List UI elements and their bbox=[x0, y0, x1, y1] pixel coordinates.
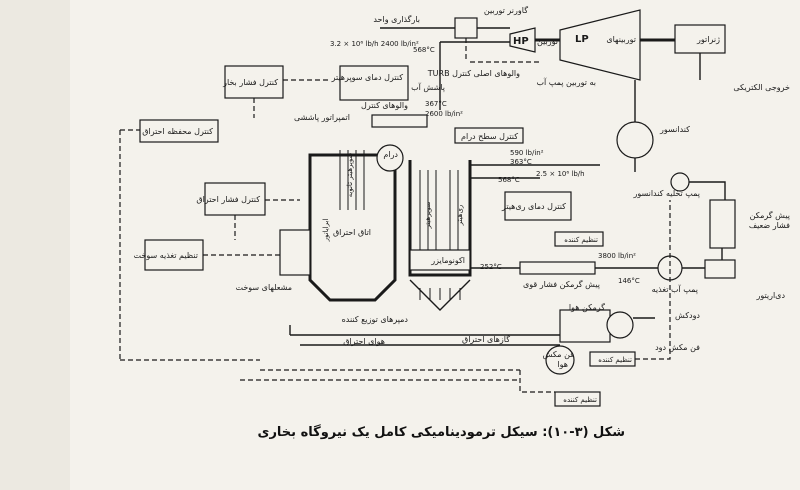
fuel-burners-label: مشعلهای سوخت bbox=[236, 283, 293, 292]
fan-regulator-label: تنظیم کننده bbox=[598, 356, 632, 364]
burner-box bbox=[279, 229, 311, 276]
spray-pressure: 2600 lb/in² bbox=[425, 110, 463, 118]
governor-to-valves bbox=[465, 38, 540, 63]
electric-output-label: خروجی الکتریکی bbox=[733, 83, 790, 92]
hp-heater-label: پیش گرمکن فشار قوی bbox=[523, 279, 600, 289]
attemperator-label: اتمپراتور پاششی bbox=[294, 113, 350, 122]
economizer-box bbox=[409, 249, 471, 271]
spray-temp: 367°C bbox=[425, 100, 447, 108]
condensate-line bbox=[689, 181, 726, 200]
fuel-feed-control-box bbox=[144, 239, 204, 271]
main-steam-pressure: 3.2 × 10⁶ lb/h 2400 lb/in² bbox=[330, 40, 419, 48]
drum-level-control-box bbox=[454, 127, 524, 144]
left-control-links bbox=[203, 199, 300, 256]
steam-pressure-links bbox=[253, 79, 330, 118]
hp-label: HP bbox=[513, 36, 529, 47]
hp-heater-box bbox=[519, 261, 596, 275]
combustion-pressure-control-label: کنترل فشار احتراق bbox=[196, 195, 260, 204]
superheater-coil bbox=[419, 170, 437, 250]
reheater-coil bbox=[449, 170, 459, 250]
generator-label: ژنراتور bbox=[696, 35, 720, 44]
fd-fan bbox=[545, 345, 575, 375]
condenser bbox=[616, 121, 654, 159]
drum-level-control-label: کنترل سطح درام bbox=[461, 132, 518, 141]
reheat-temp: 363°C bbox=[510, 158, 532, 166]
condensate-pump-label: پمپ تخلیه کندانسور bbox=[632, 189, 700, 198]
air-heater-label: گرمکن هوا bbox=[569, 302, 605, 312]
lp-heater-box bbox=[709, 199, 736, 249]
dampers-label: دمپرهای توزیع کننده bbox=[342, 315, 409, 324]
furnace-safety-control-box bbox=[139, 119, 219, 143]
main-steam-temp: 568°C bbox=[413, 46, 435, 54]
platen-coil bbox=[339, 150, 365, 210]
spray-water-label: پاشش آب bbox=[411, 82, 445, 92]
steam-pressure-control-label: کنترل فشار بخار bbox=[222, 78, 278, 87]
stack-label: دودکش bbox=[675, 311, 700, 320]
superheater-temp-control-label: کنترل دمای سوپرهیتر bbox=[331, 73, 404, 82]
platen-label: سوپرهیتر ثانویه bbox=[346, 153, 354, 198]
id-fan bbox=[606, 311, 634, 339]
reheat-pressure: 590 lb/in² bbox=[510, 149, 544, 157]
reheat-flow: 2.5 × 10⁶ lb/h bbox=[536, 170, 585, 178]
damper-lines bbox=[419, 288, 461, 300]
superheater-label: سوپرهیتر bbox=[424, 201, 432, 229]
feed-regulator-label: تنظیم کننده bbox=[564, 236, 598, 244]
combustion-air-label: هوای احتراق bbox=[343, 337, 385, 346]
attemperator-box bbox=[371, 114, 428, 128]
to-turbine-label: به توربین پمپ آب bbox=[536, 77, 596, 87]
drum bbox=[376, 144, 404, 172]
lp-heater-label-1: پیش گرمکن bbox=[750, 210, 790, 220]
lp-label: LP bbox=[575, 34, 589, 45]
feed-pump bbox=[657, 255, 683, 281]
fd-fan-label-1: فن مکش bbox=[543, 350, 575, 359]
drum-label: درام bbox=[383, 150, 398, 159]
reheater-temp-control-label: کنترل دمای ری‌هیتر bbox=[501, 202, 566, 211]
feed-temp: 146°C bbox=[618, 277, 640, 285]
feed-regulator-box bbox=[554, 231, 604, 247]
figure-caption: شکل (۳-۱۰): سیکل ترمودینامیکی کامل یک نی… bbox=[258, 424, 625, 440]
waterwall-label: ابرایاتور bbox=[322, 219, 330, 243]
turbine-main-valves-label: TURB والوهای اصلی کنترل bbox=[427, 69, 520, 78]
economizer-label: اکونومایزر bbox=[430, 256, 465, 265]
fuel-feed-control-label: تنظیم تغذیه سوخت bbox=[134, 251, 198, 260]
fd-fan-label-2: هوا bbox=[557, 360, 568, 369]
control-valves-label: والوهای کنترل bbox=[361, 101, 408, 110]
condenser-label: کندانسور bbox=[659, 125, 690, 134]
furnace-safety-control-label: کنترل محفظه احتراق bbox=[142, 127, 213, 136]
air-heater-box bbox=[559, 309, 611, 343]
furnace-label: اتاق احتراق bbox=[333, 228, 371, 237]
feed-pressure: 3800 lb/in² bbox=[598, 252, 636, 260]
eco-temp: 252°C bbox=[480, 263, 502, 271]
reheat-out-temp: 568°C bbox=[498, 176, 520, 184]
reheater-label: ری‌هیتر bbox=[456, 205, 464, 227]
combustion-pressure-control-box bbox=[204, 182, 266, 216]
id-fan-label: فن مکش دود bbox=[655, 343, 700, 352]
air-duct bbox=[289, 325, 560, 346]
governor-box bbox=[454, 17, 478, 39]
feed-pump-label: پمپ آب تغذیه bbox=[652, 284, 698, 294]
governor-label: گاورنر توربین bbox=[484, 5, 528, 15]
convection-pass bbox=[408, 160, 472, 277]
lp-turbine bbox=[559, 9, 641, 81]
superheater-temp-control-box bbox=[339, 65, 409, 101]
bottom-control-links bbox=[120, 200, 671, 393]
bottom-regulator-box bbox=[554, 391, 601, 407]
page-margin bbox=[0, 0, 70, 490]
flue-gases-label: گازهای احتراق bbox=[462, 334, 510, 344]
furnace-safety-links bbox=[119, 129, 140, 360]
reheat-lines bbox=[470, 164, 600, 179]
deaerator-label: دی‌اریتور bbox=[755, 291, 785, 300]
bottom-regulator-label: تنظیم کننده bbox=[563, 396, 597, 404]
steam-pressure-control-box bbox=[224, 65, 284, 99]
unit-load-label: بارگذاری واحد bbox=[373, 14, 420, 24]
deaerator-box bbox=[704, 259, 736, 279]
reheater-temp-control-box bbox=[504, 191, 572, 221]
lp-heater-label-2: فشار ضعیف bbox=[749, 221, 790, 230]
lp-turbines-label: توربینهای bbox=[606, 35, 636, 44]
